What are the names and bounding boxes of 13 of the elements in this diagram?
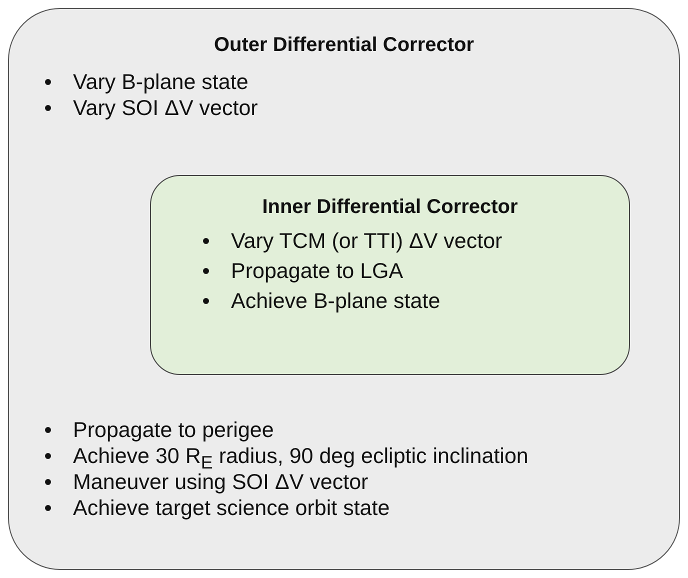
box-heading: Inner Differential Corrector (261, 196, 519, 219)
bullet-item: Vary SOI ΔV vector (73, 96, 258, 120)
bullet-item: Propagate to perigee (73, 418, 274, 442)
box-heading: Outer Differential Corrector (212, 34, 476, 57)
bullet-item: Achieve target science orbit state (73, 496, 390, 520)
bullet-item: Achieve 30 R$_{E}$ radius, 90 deg ecliptic inclination (73, 444, 528, 468)
bullet-item: Vary TCM (or TTI) ΔV vector (231, 229, 502, 253)
rounded-box (150, 175, 630, 375)
rounded-box (8, 8, 680, 570)
bullet-item: Achieve B-plane state (231, 289, 440, 313)
bullet-item: Maneuver using SOI ΔV vector (73, 470, 368, 494)
bullet-item: Propagate to LGA (231, 259, 404, 283)
bullet-item: Vary B-plane state (73, 70, 248, 94)
